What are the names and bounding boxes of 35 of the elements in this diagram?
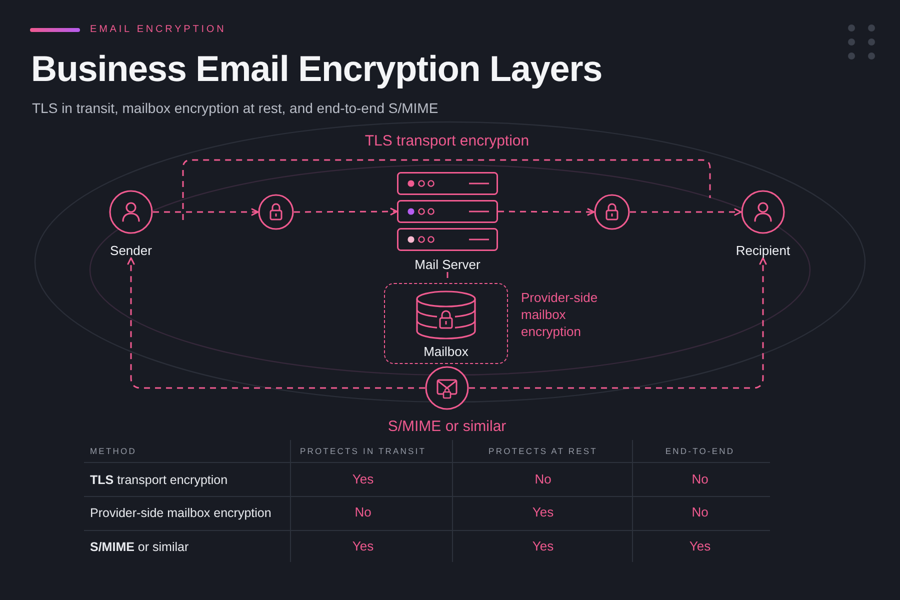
value-text: Yes	[532, 506, 554, 520]
value-text: Yes	[352, 472, 374, 488]
node-label: Recipient	[736, 243, 790, 258]
node-label: S/MIME or similar	[388, 418, 506, 435]
dashed-arrow	[153, 208, 259, 216]
bracket-label: TLS transport encryption	[364, 132, 530, 150]
column-header: PROTECTS IN TRANSIT	[300, 447, 426, 457]
lock-icon	[594, 194, 630, 230]
node-label: Mail Server	[414, 257, 480, 272]
value-text: Yes	[532, 540, 554, 554]
value-text: No	[692, 472, 708, 488]
node-caption: Provider-side mailbox encryption	[521, 289, 599, 340]
dashed-arrow	[127, 257, 425, 389]
node-label: Mailbox	[424, 344, 468, 359]
column-header: METHOD	[90, 447, 136, 457]
value-text: Yes	[689, 540, 711, 554]
dashed-arrow	[630, 208, 742, 216]
dashed-arrow	[498, 208, 595, 216]
value-text: Yes	[352, 540, 374, 554]
method-name: S/MIME or similar	[90, 540, 189, 554]
lock-icon	[258, 194, 294, 230]
value-text: No	[692, 506, 708, 520]
value-text: No	[534, 472, 552, 488]
node-label: Sender	[110, 243, 152, 258]
title: Business Email Encryption Layers	[31, 48, 602, 90]
dashed-frame	[384, 283, 508, 364]
subtitle: TLS in transit, mailbox encryption at rest, and end-to-end S/MIME	[32, 100, 438, 116]
column-header: PROTECTS AT REST	[488, 447, 598, 457]
value-text: No	[354, 506, 372, 520]
column-header: END-TO-END	[665, 447, 735, 457]
dashed-arrow	[469, 257, 767, 389]
method-name: Provider-side mailbox encryption	[90, 506, 272, 520]
method-name: TLS transport encryption	[90, 472, 228, 488]
eyebrow-label: EMAIL ENCRYPTION	[90, 24, 226, 36]
dashed-arrow	[294, 208, 398, 216]
